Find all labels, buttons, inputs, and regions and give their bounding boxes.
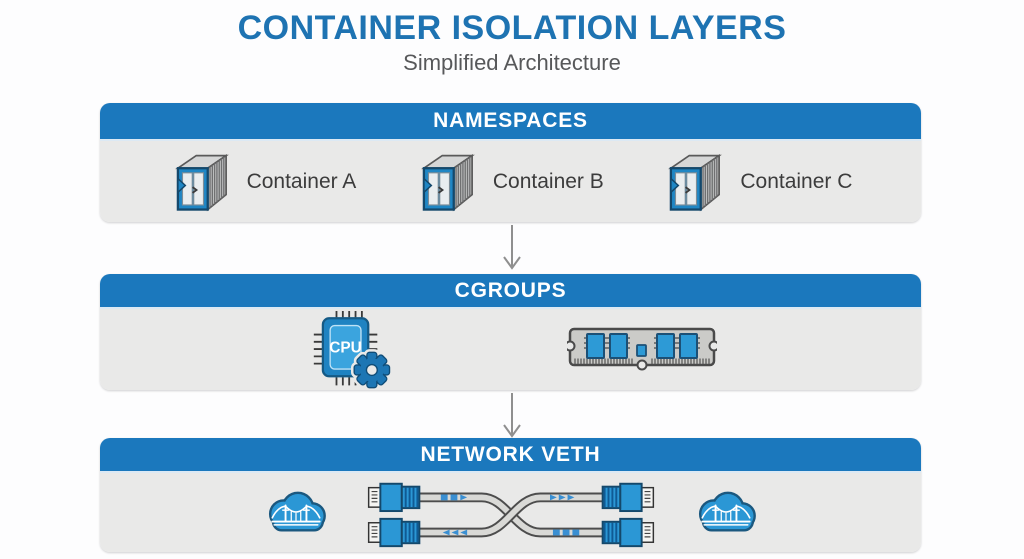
- layer-namespaces-body: Container A Container B: [100, 141, 921, 222]
- bridge-cloud-icon: [698, 491, 756, 531]
- crossed-veth-cable-pair-icon: [367, 482, 654, 547]
- cpu-label: CPU: [329, 339, 362, 356]
- down-arrow-icon: [503, 393, 521, 438]
- container-item-a: Container A: [169, 151, 357, 213]
- page-subtitle: Simplified Architecture: [403, 50, 621, 75]
- bridge-glyph: [700, 503, 751, 526]
- layer-namespaces-header: NAMESPACES: [100, 103, 921, 141]
- ram-memory-module-icon: [566, 327, 717, 370]
- container-box-icon: [668, 153, 723, 211]
- container-item-c: Container C: [662, 151, 852, 213]
- layer-cgroups-body: CPU: [100, 309, 921, 390]
- page-title: CONTAINER ISOLATION LAYERS: [237, 9, 787, 47]
- container-label: Container C: [740, 169, 853, 193]
- container-box-icon: [420, 153, 475, 211]
- cable-direction-marks: [440, 493, 579, 535]
- cpu-chip-with-gear-icon: CPU: [313, 310, 393, 389]
- layer-network-veth-body: [100, 473, 921, 552]
- container-item-b: Container B: [415, 151, 604, 213]
- layer-network-veth: NETWORK VETH: [100, 438, 921, 552]
- bridge-cloud-icon: [268, 491, 326, 531]
- layer-cgroups: CGROUPS CPU: [100, 274, 921, 390]
- container-label: Container B: [492, 169, 604, 193]
- layer-cgroups-title: CGROUPS: [454, 278, 567, 302]
- container-box-icon: [174, 153, 229, 211]
- gear-icon: [350, 348, 393, 389]
- bridge-glyph: [270, 503, 321, 526]
- down-arrow-icon: [503, 225, 521, 270]
- layer-cgroups-header: CGROUPS: [100, 274, 921, 309]
- layer-namespaces-title: NAMESPACES: [433, 109, 588, 132]
- container-label: Container A: [246, 169, 357, 193]
- layer-network-veth-header: NETWORK VETH: [100, 438, 921, 473]
- layer-namespaces: NAMESPACES Container A: [100, 103, 921, 222]
- layer-network-veth-title: NETWORK VETH: [420, 442, 601, 466]
